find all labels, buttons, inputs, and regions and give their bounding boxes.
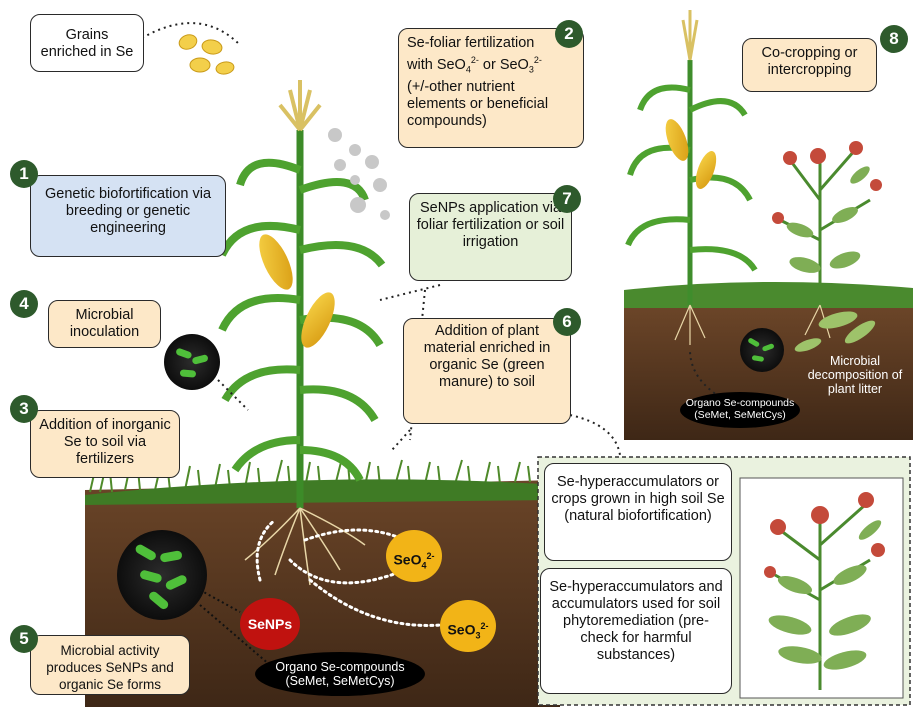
hyperacc-phyto-text: Se-hyperaccumulators and accumulators us… (549, 579, 723, 663)
callout-senps-application: SeNPs application via foliar fertilizati… (409, 193, 572, 281)
foliar-sub2: 3 (528, 64, 534, 75)
grass-band (85, 479, 560, 505)
grains-image (178, 34, 235, 75)
grass-strip (89, 457, 551, 493)
inset-microbes (748, 338, 774, 362)
foliar-or: or SeO (478, 56, 529, 73)
inset-flowers (772, 141, 882, 224)
organo-main-line1: Organo Se-compounds (275, 660, 405, 674)
hyperacc-leaves (768, 520, 882, 670)
main-corn-plant (218, 80, 386, 508)
senps-text: SeNPs application via foliar fertilizati… (416, 200, 565, 250)
callout-green-manure: Addition of plant material enriched in o… (403, 318, 571, 424)
callout-foliar-fertilization: Se-foliar fertilization with SeO42- or S… (398, 28, 584, 148)
hyperacc-natural-text: Se-hyperaccumulators or crops grown in h… (551, 474, 725, 524)
genetic-text: Genetic biofortification via breeding or… (44, 186, 212, 236)
main-roots (244, 507, 366, 586)
seo3-sup: 2- (480, 621, 489, 631)
senps-label: SeNPs (247, 616, 293, 632)
microbial-activity-text: Microbial activity produces SeNPs and or… (46, 643, 174, 692)
callout-grains: Grains enriched in Se (30, 14, 144, 72)
badge-5: 5 (10, 625, 38, 653)
callout-microbial-activity: Microbial activity produces SeNPs and or… (30, 635, 190, 695)
seo4-bubble: SeO42- (386, 530, 442, 582)
grains-text: Grains enriched in Se (40, 27, 134, 60)
leaf-litter (794, 311, 876, 352)
foliar-sub1: 4 (465, 64, 471, 75)
green-manure-text: Addition of plant material enriched in o… (423, 323, 551, 390)
seo4-sup: 2- (426, 551, 435, 561)
badge-1: 1 (10, 160, 38, 188)
foliar-rest: (+/-other nutrient elements or beneficia… (407, 78, 549, 129)
inset-corn-plant (625, 10, 758, 305)
foliar-sup1: 2- (470, 55, 479, 65)
microbial-decomposition-text: Microbial decomposition of plant litter (807, 354, 903, 396)
microbe-circle-upper (164, 334, 220, 390)
badge-7: 7 (553, 185, 581, 213)
seo4-base: SeO (393, 551, 422, 568)
seo3-sub: 3 (475, 630, 481, 641)
callout-genetic-biofortification: Genetic biofortification via breeding or… (30, 175, 226, 257)
seo4-sub: 4 (421, 560, 427, 571)
foliar-line1: Se-foliar fertilization (407, 35, 535, 51)
callout-inorganic-se: Addition of inorganic Se to soil via fer… (30, 410, 180, 478)
callout-hyperacc-phyto: Se-hyperaccumulators and accumulators us… (540, 568, 732, 694)
microbes-upper (176, 348, 208, 378)
seo3-bubble: SeO32- (440, 600, 496, 652)
badge-6: 6 (553, 308, 581, 336)
callout-cocropping: Co-cropping or intercropping (742, 38, 877, 92)
soil-black-arrows (199, 589, 271, 666)
foliar-sup2: 2- (533, 55, 542, 65)
inset-grass (624, 281, 913, 315)
organo-inset-line2: (SeMet, SeMetCys) (694, 409, 786, 421)
inset-microbe-circle (740, 328, 784, 372)
badge-3: 3 (10, 395, 38, 423)
microbes-lower (135, 544, 187, 610)
cocropping-text: Co-cropping or intercropping (761, 45, 858, 78)
inorganic-text: Addition of inorganic Se to soil via fer… (39, 417, 171, 467)
microbial-inoculation-text: Microbial inoculation (69, 307, 140, 340)
badge-8: 8 (880, 25, 908, 53)
organo-inset-line1: Organo Se-compounds (685, 397, 795, 409)
inset-flower-leaves (786, 166, 870, 273)
foliar-seo: with SeO (407, 56, 466, 73)
badge-2: 2 (555, 20, 583, 48)
organo-se-main: Organo Se-compounds (SeMet, SeMetCys) (255, 652, 425, 696)
hyperacc-flowers (764, 492, 885, 578)
spray-droplets (328, 128, 390, 220)
seo3-base: SeO (447, 621, 476, 638)
main-soil (85, 480, 560, 707)
microbial-decomposition-label: Microbial decomposition of plant litter (800, 354, 910, 396)
callout-microbial-inoculation: Microbial inoculation (48, 300, 161, 348)
senps-bubble: SeNPs (240, 598, 300, 650)
callout-hyperacc-natural: Se-hyperaccumulators or crops grown in h… (544, 463, 732, 561)
badge-4: 4 (10, 290, 38, 318)
organo-main-line2: (SeMet, SeMetCys) (285, 674, 395, 688)
organo-se-inset: Organo Se-compounds (SeMet, SeMetCys) (680, 392, 800, 428)
